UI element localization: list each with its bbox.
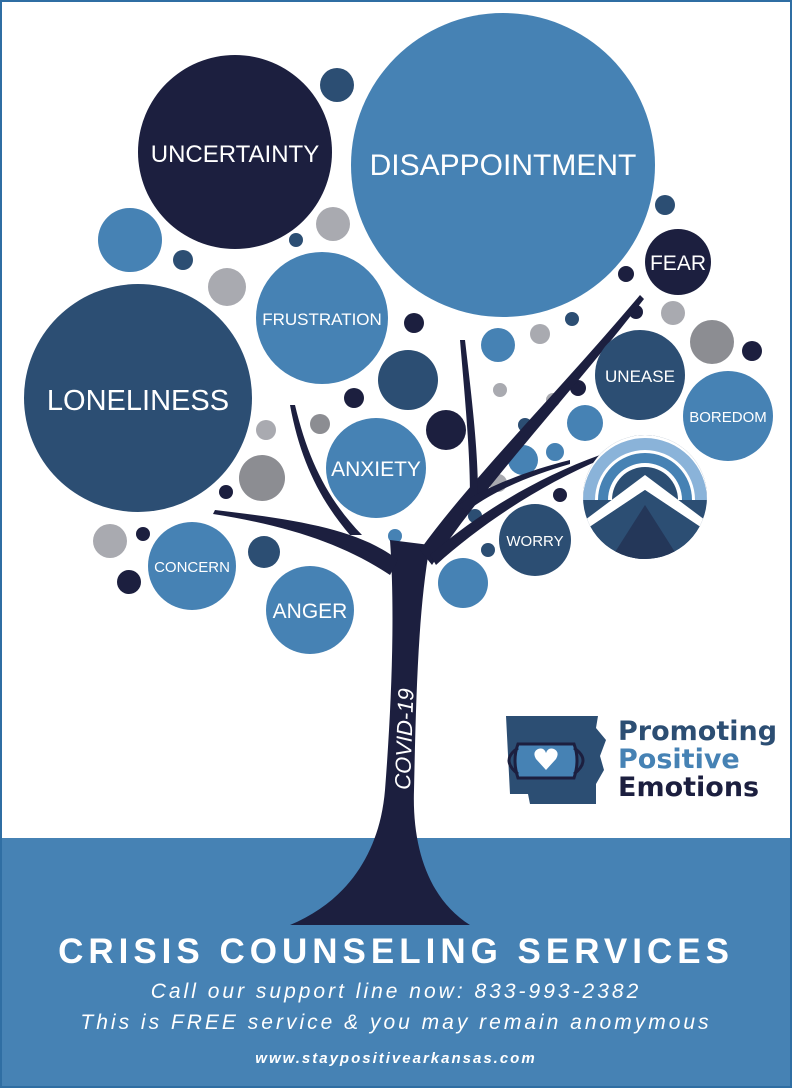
bubble-concern: CONCERN: [148, 522, 236, 610]
bubble-label: WORRY: [506, 533, 563, 550]
bubble-label: UNCERTAINTY: [151, 141, 319, 168]
bubble-label: UNEASE: [605, 367, 675, 386]
bubble-boredom: BOREDOM: [683, 371, 773, 461]
bubble-label: ANXIETY: [331, 458, 421, 481]
website-link[interactable]: www.staypositivearkansas.com: [255, 1050, 537, 1067]
bubble-fear: FEAR: [645, 229, 711, 295]
bubble-unease: UNEASE: [595, 330, 685, 420]
bubble-loneliness: LONELINESS: [24, 284, 252, 512]
tree-trunk: [213, 295, 644, 925]
bubble-disappointment: DISAPPOINTMENT: [351, 13, 655, 317]
bubble-worry: WORRY: [499, 504, 571, 576]
bubble-label: ANGER: [273, 600, 348, 623]
bubble-label: LONELINESS: [47, 385, 229, 417]
bubble-frustration: FRUSTRATION: [256, 252, 388, 384]
bubble-label: DISAPPOINTMENT: [370, 149, 637, 182]
headline: CRISIS COUNSELING SERVICES: [58, 932, 734, 971]
logo-line-positive: Positive: [618, 744, 740, 775]
trunk-label: COVID-19: [390, 688, 419, 790]
bubble-uncertainty: UNCERTAINTY: [138, 55, 332, 249]
logo-graphic: [506, 716, 606, 804]
bubble-anxiety: ANXIETY: [326, 418, 426, 518]
free-service-text: This is FREE service & you may remain an…: [80, 1011, 712, 1034]
bubble-label: BOREDOM: [689, 409, 767, 426]
bubble-label: FEAR: [650, 252, 706, 275]
bubble-label: FRUSTRATION: [262, 310, 382, 329]
decorative-dots: [93, 68, 762, 608]
bubble-anger: ANGER: [266, 566, 354, 654]
logo-line-promoting: Promoting: [618, 716, 777, 747]
support-line-text: Call our support line now: 833-993-2382: [150, 980, 642, 1003]
sunrise-mountain-icon: [583, 435, 707, 559]
logo-line-emotions: Emotions: [618, 772, 759, 803]
bubble-label: CONCERN: [154, 559, 230, 576]
heart-icon: [534, 748, 558, 770]
